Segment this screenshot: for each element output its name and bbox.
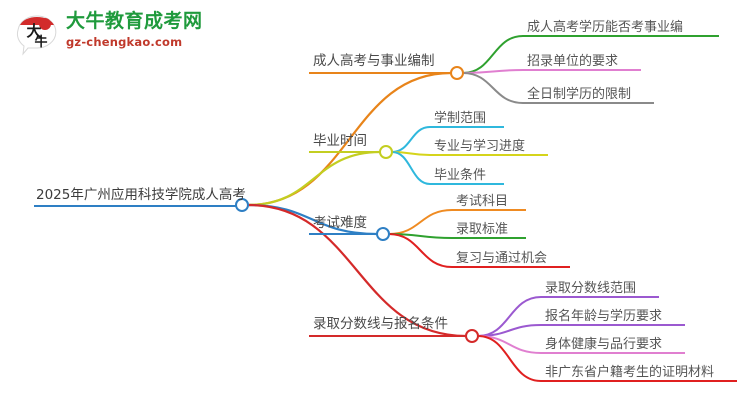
leaf-label-1-2[interactable]: 毕业条件 [434,168,487,183]
leaf-label-0-2[interactable]: 全日制学历的限制 [527,87,632,102]
branch-node-1[interactable] [379,145,393,159]
branch-connector-1 [246,150,382,207]
leaf-label-3-3[interactable]: 非广东省户籍考生的证明材料 [545,365,715,380]
branch-label-1[interactable]: 毕业时间 [313,133,367,149]
leaf-connector-1-0 [391,126,431,153]
leaf-connector-0-0 [462,35,524,74]
logo-text-block: 大牛教育成考网 gz-chengkao.com [66,10,203,49]
leaf-connector-3-3 [477,335,542,382]
mindmap-underlines [34,35,737,382]
svg-text:牛: 牛 [34,34,47,50]
leaf-label-3-2[interactable]: 身体健康与品行要求 [545,337,663,352]
logo-mark-text: 大 [26,22,41,40]
logo-domain: gz-chengkao.com [66,34,183,49]
leaf-label-2-0[interactable]: 考试科目 [456,194,509,209]
branch-label-0[interactable]: 成人高考与事业编制 [313,53,435,69]
branch-label-3[interactable]: 录取分数线与报名条件 [313,316,448,332]
site-logo: 大 牛 大牛教育成考网 gz-chengkao.com [14,8,202,58]
branch-connector-3 [246,203,468,338]
leaf-label-0-1[interactable]: 招录单位的要求 [527,54,619,69]
leaf-connector-2-0 [388,209,453,235]
leaf-connector-2-2 [388,233,453,268]
leaf-label-3-1[interactable]: 报名年龄与学历要求 [545,309,663,324]
logo-title: 大牛教育成考网 [66,10,203,32]
branch-label-2[interactable]: 考试难度 [313,215,367,231]
logo-mark-icon: 大 牛 [16,15,57,56]
mindmap-connectors [246,35,542,382]
leaf-label-2-2[interactable]: 复习与通过机会 [456,251,548,266]
leaf-label-1-1[interactable]: 专业与学习进度 [434,139,526,154]
leaf-connector-0-2 [462,72,524,104]
leaf-label-2-1[interactable]: 录取标准 [456,222,509,237]
branch-node-2[interactable] [376,227,390,241]
leaf-label-3-0[interactable]: 录取分数线范围 [545,281,637,296]
leaf-connector-1-2 [391,151,431,185]
leaf-label-1-0[interactable]: 学制范围 [434,111,487,126]
root-node-label[interactable]: 2025年广州应用科技学院成人高考 [36,187,246,203]
branch-node-0[interactable] [450,66,464,80]
mindmap-nodes [235,66,479,343]
leaf-label-0-0[interactable]: 成人高考学历能否考事业编 [527,20,684,35]
branch-node-3[interactable] [465,329,479,343]
